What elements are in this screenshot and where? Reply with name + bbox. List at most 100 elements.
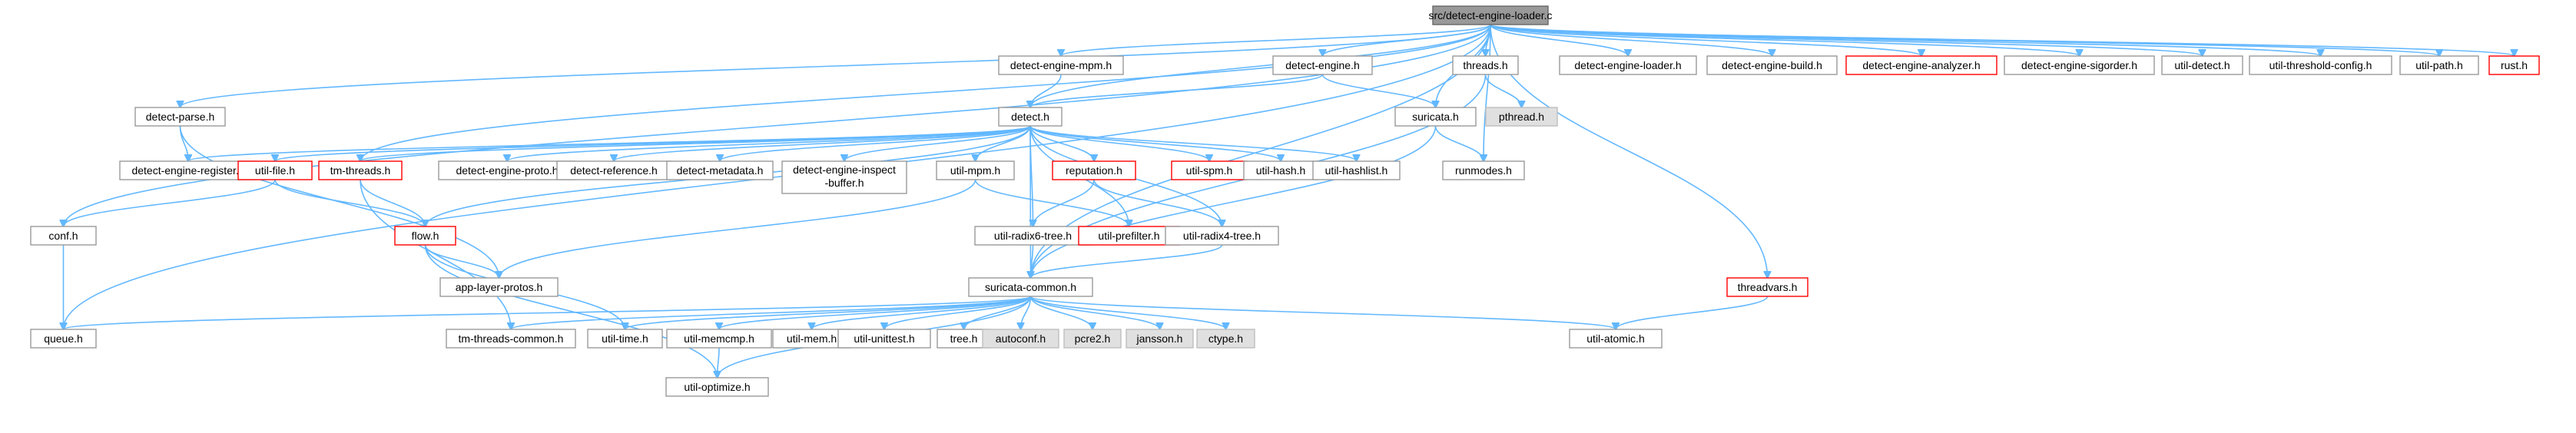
node-label: tm-threads.h xyxy=(330,164,391,177)
node-threadvars[interactable]: threadvars.h xyxy=(1726,277,1809,297)
node-box xyxy=(1452,55,1519,75)
node-util-hashlist[interactable]: util-hashlist.h xyxy=(1312,160,1401,180)
node-box xyxy=(998,55,1124,75)
node-sigorder-h[interactable]: detect-engine-sigorder.h xyxy=(2004,55,2155,75)
edge-reputation-to-radix4 xyxy=(1093,179,1222,226)
node-label: jansson.h xyxy=(1136,332,1183,345)
node-box xyxy=(937,329,991,349)
edge-util_file-to-conf_h xyxy=(64,179,276,226)
node-loader[interactable]: src/detect-engine-loader.c xyxy=(1428,5,1553,25)
node-util-file[interactable]: util-file.h xyxy=(237,160,313,180)
node-ctype-h[interactable]: ctype.h xyxy=(1196,329,1255,349)
node-label: util-memcmp.h xyxy=(684,332,754,345)
node-app-layer[interactable]: app-layer-protos.h xyxy=(439,277,559,297)
edge-suricata_common-to-jansson_h xyxy=(1029,296,1160,329)
node-box xyxy=(318,160,403,180)
node-suricata-common[interactable]: suricata-common.h xyxy=(968,277,1093,297)
node-detect-parse[interactable]: detect-parse.h xyxy=(134,107,226,127)
node-detect-reference[interactable]: detect-reference.h xyxy=(556,160,671,180)
node-threads-h[interactable]: threads.h xyxy=(1452,55,1519,75)
node-jansson-h[interactable]: jansson.h xyxy=(1126,329,1194,349)
node-build-h[interactable]: detect-engine-build.h xyxy=(1706,55,1838,75)
node-box xyxy=(781,160,907,194)
node-suricata-h[interactable]: suricata.h xyxy=(1394,107,1477,127)
node-tm-threads-common[interactable]: tm-threads-common.h xyxy=(446,329,576,349)
node-label: tm-threads-common.h xyxy=(459,332,564,345)
node-detect-metadata[interactable]: detect-metadata.h xyxy=(666,160,774,180)
node-label: ctype.h xyxy=(1208,332,1243,345)
node-util-path[interactable]: util-path.h xyxy=(2399,55,2479,75)
node-util-unittest[interactable]: util-unittest.h xyxy=(837,329,931,349)
node-util-optimize[interactable]: util-optimize.h xyxy=(665,377,769,397)
edge-suricata_common-to-pcre2_h xyxy=(1029,296,1093,329)
edge-engine_h-to-detect_h xyxy=(1030,74,1324,107)
node-queue-h[interactable]: queue.h xyxy=(30,329,97,349)
node-box xyxy=(974,226,1092,246)
node-label: util-optimize.h xyxy=(684,381,750,393)
node-util-time[interactable]: util-time.h xyxy=(587,329,663,349)
edge-loader-to-tm_threads xyxy=(360,24,1491,161)
node-label: detect-engine-sigorder.h xyxy=(2021,59,2137,71)
node-box xyxy=(134,107,226,127)
node-label: app-layer-protos.h xyxy=(456,281,543,293)
node-box xyxy=(1845,55,1997,75)
node-label: detect-engine-build.h xyxy=(1722,59,1822,71)
node-flow-h[interactable]: flow.h xyxy=(394,226,456,246)
node-label: util-radix4-tree.h xyxy=(1183,230,1261,242)
node-engine-register[interactable]: detect-engine-register.h xyxy=(119,160,257,180)
node-pthread-h[interactable]: pthread.h xyxy=(1485,107,1558,127)
node-label: pcre2.h xyxy=(1075,332,1111,345)
node-radix4[interactable]: util-radix4-tree.h xyxy=(1165,226,1279,246)
node-label: util-mem.h xyxy=(787,332,837,345)
node-radix6[interactable]: util-radix6-tree.h xyxy=(974,226,1092,246)
node-box xyxy=(1442,160,1525,180)
node-box xyxy=(968,277,1093,297)
node-util-mem[interactable]: util-mem.h xyxy=(772,329,851,349)
node-autoconf-h[interactable]: autoconf.h xyxy=(982,329,1059,349)
node-pcre2-h[interactable]: pcre2.h xyxy=(1063,329,1122,349)
node-label: detect-engine-analyzer.h xyxy=(1862,59,1980,71)
node-tree-h[interactable]: tree.h xyxy=(937,329,991,349)
node-tm-threads[interactable]: tm-threads.h xyxy=(318,160,403,180)
node-box xyxy=(1272,55,1373,75)
edge-suricata_common-to-ctype_h xyxy=(1029,296,1226,329)
node-label: rust.h xyxy=(2501,59,2528,71)
node-box xyxy=(1706,55,1838,75)
node-util-memcmp[interactable]: util-memcmp.h xyxy=(666,329,772,349)
node-util-detect[interactable]: util-detect.h xyxy=(2161,55,2243,75)
edge-suricata_common-to-util_mem xyxy=(812,296,1032,329)
node-conf-h[interactable]: conf.h xyxy=(30,226,97,246)
node-box xyxy=(1078,226,1180,246)
node-util-spm[interactable]: util-spm.h xyxy=(1171,160,1248,180)
edge-loader-to-build_h xyxy=(1490,24,1772,56)
node-label: util-unittest.h xyxy=(854,332,914,345)
node-rust-h[interactable]: rust.h xyxy=(2488,55,2540,75)
node-util-atomic[interactable]: util-atomic.h xyxy=(1569,329,1663,349)
node-util-threshold[interactable]: util-threshold-config.h xyxy=(2249,55,2392,75)
node-label: util-atomic.h xyxy=(1586,332,1644,345)
edge-detect_h-to-util_hashlist xyxy=(1029,125,1357,161)
node-label: detect-engine-mpm.h xyxy=(1010,59,1112,71)
node-runmodes-h[interactable]: runmodes.h xyxy=(1442,160,1525,180)
node-loader-h[interactable]: detect-engine-loader.h xyxy=(1559,55,1697,75)
node-label: detect-engine-proto.h xyxy=(456,164,558,177)
node-inspect-buffer[interactable]: detect-engine-inspect-buffer.h xyxy=(781,160,907,194)
node-reputation[interactable]: reputation.h xyxy=(1052,160,1136,180)
node-box xyxy=(982,329,1059,349)
node-engine-proto[interactable]: detect-engine-proto.h xyxy=(438,160,576,180)
node-prefilter[interactable]: util-prefilter.h xyxy=(1078,226,1180,246)
node-analyzer-h[interactable]: detect-engine-analyzer.h xyxy=(1845,55,1997,75)
node-engine-h[interactable]: detect-engine.h xyxy=(1272,55,1373,75)
edge-detect_h-to-util_spm xyxy=(1029,125,1209,161)
node-util-mpm[interactable]: util-mpm.h xyxy=(936,160,1015,180)
edge-threadvars-to-util_atomic xyxy=(1616,296,1769,329)
node-detect-h[interactable]: detect.h xyxy=(998,107,1063,127)
node-label: conf.h xyxy=(48,230,78,242)
edge-tm_threads-to-flow_h xyxy=(360,179,426,226)
node-util-hash[interactable]: util-hash.h xyxy=(1243,160,1318,180)
edge-flow_h-to-app_layer xyxy=(424,244,499,278)
edge-util_file-to-flow_h xyxy=(274,179,426,226)
node-mpm-h[interactable]: detect-engine-mpm.h xyxy=(998,55,1124,75)
node-box xyxy=(30,329,97,349)
